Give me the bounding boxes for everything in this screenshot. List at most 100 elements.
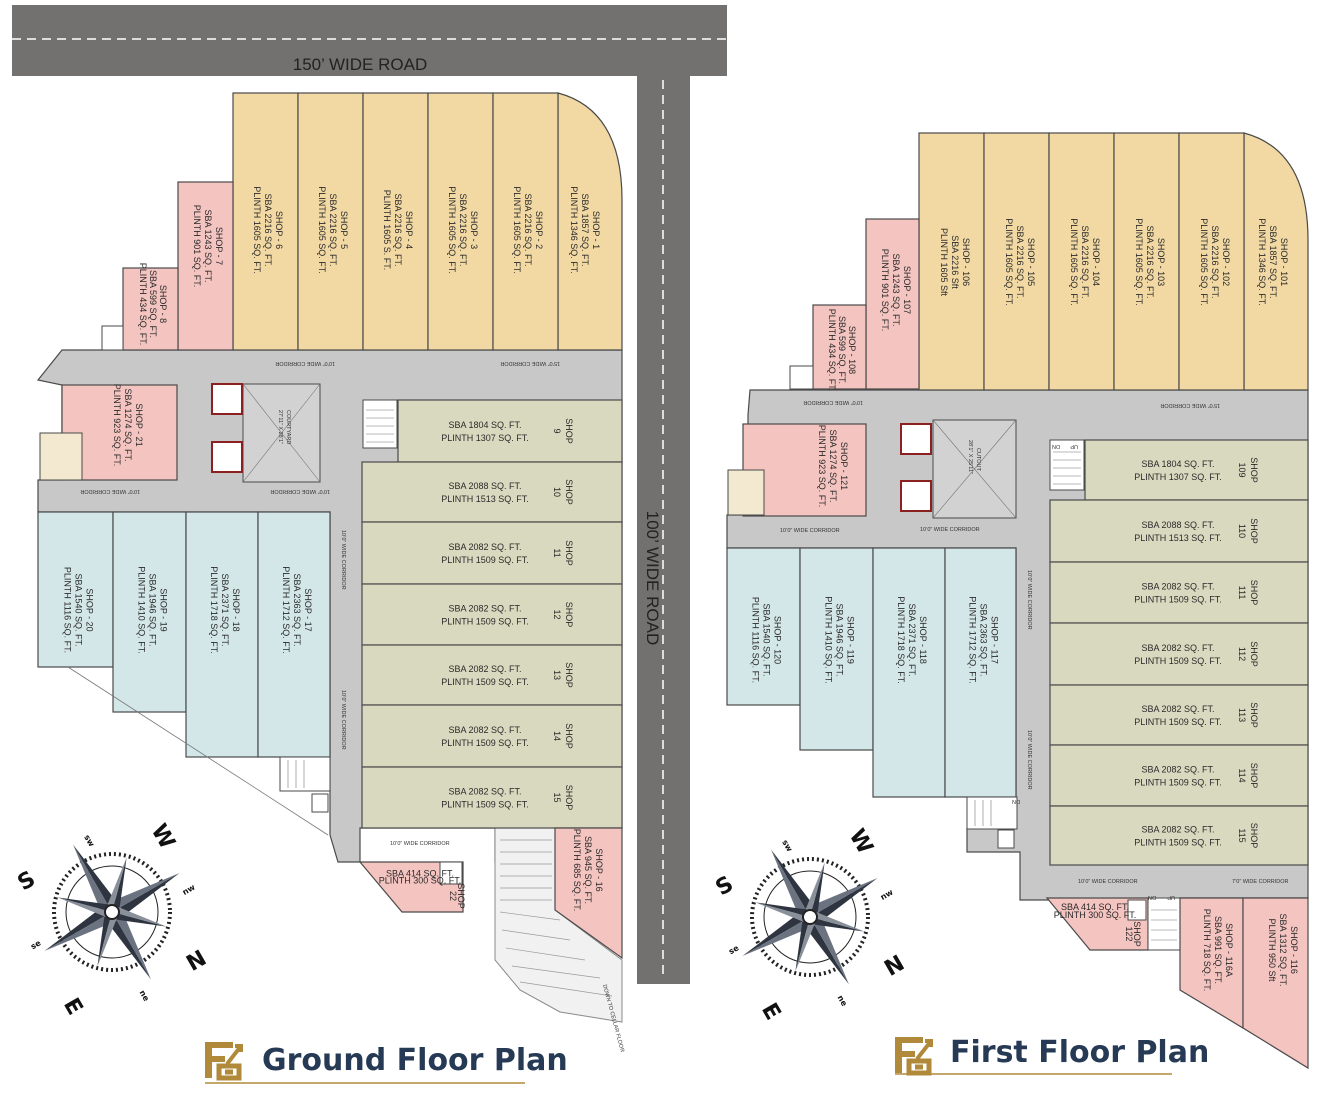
shop-label: PLINTH 1509 SQ. FT.: [441, 555, 529, 565]
shop-label: SBA 414 SQ. FT.: [386, 869, 454, 879]
staircase: [362, 399, 398, 449]
shop-label: SBA 1804 SQ. FT.: [1141, 459, 1214, 469]
shop-label: SHOP - 118: [918, 616, 928, 664]
shop-label: 13: [552, 670, 562, 680]
shop-label: 11: [552, 548, 562, 557]
compass-letter: sw: [780, 838, 794, 854]
shop-label: SBA 1804 SQ. FT.: [448, 420, 521, 430]
corridor-label: 10’0” WIDE CORRIDOR: [1026, 570, 1032, 630]
up-label: UP: [1070, 443, 1078, 449]
compass-letter: se: [727, 943, 741, 956]
lift: [900, 480, 932, 512]
shop-label: PLINTH 1509 SQ. FT.: [1134, 595, 1222, 605]
shop-label: SHOP - 1: [591, 211, 601, 249]
shop-label: PLINTH 1410 SQ. FT.: [137, 566, 147, 654]
up-label: UP: [1167, 894, 1175, 900]
shop-label: 109: [1237, 462, 1247, 477]
shop-label: PLINTH 300 SQ. FT.: [1054, 910, 1137, 920]
shop-label: SBA 2216 SQ. FT.: [1210, 225, 1220, 298]
dn-label: DN: [1012, 798, 1020, 804]
shop-label: SHOP: [1249, 763, 1259, 789]
shop-label: SBA 2216 Sft: [950, 235, 960, 289]
shop-label: SHOP - 17: [303, 588, 313, 631]
shop-label: SBA 2216 SQ. FT.: [393, 193, 403, 266]
compass-letter: ne: [835, 994, 849, 1009]
shop-label: SHOP: [564, 785, 574, 811]
corridor-label: 10’0” WIDE CORRIDOR: [340, 690, 346, 750]
shop-unit: [1084, 439, 1309, 501]
shop-label: SHOP - 16: [594, 848, 604, 891]
shop-label: SHOP - 117: [990, 616, 1000, 664]
toilet: [997, 829, 1015, 849]
shop-label: SBA 2082 SQ. FT.: [448, 542, 521, 552]
shop-unit: [1178, 132, 1245, 391]
staircase: [966, 796, 1018, 830]
shop-unit: [726, 547, 801, 706]
shop-unit: [257, 511, 331, 758]
shop-label: PLINTH 434 SQ. FT.: [827, 309, 837, 392]
shop-108: [812, 304, 867, 390]
cutout-label: CUTOUT: [975, 448, 981, 471]
shop-label: SHOP - 106: [961, 238, 971, 286]
shop-label: SHOP - 104: [1091, 238, 1101, 286]
shop-label: SHOP - 8: [158, 285, 168, 323]
shop-label: PLINTH 718 SQ. FT.: [1202, 909, 1212, 992]
corridor-label: 10’0” WIDE CORRIDOR: [340, 530, 346, 590]
shop-label: SHOP: [564, 662, 574, 688]
top-road: [12, 5, 727, 76]
dn-label: DN: [1052, 443, 1060, 449]
shop-label: PLINTH 1116 SQ. FT.: [751, 597, 761, 683]
staircase: [1049, 439, 1085, 491]
shop-label: SHOP - 2: [534, 211, 544, 249]
shop-label: SBA 1857 SQ. FT.: [1268, 225, 1278, 298]
shop-label: PLINTH 1509 SQ. FT.: [1134, 717, 1222, 727]
corridor-label: 10’0” WIDE CORRIDOR: [390, 841, 450, 847]
shop-label: SHOP - 21: [134, 403, 144, 446]
shop-label: PLINTH 1605 SQ. FT.: [1199, 218, 1209, 306]
shop-label: PLINTH 1605 SQ. FT.: [1134, 218, 1144, 306]
shop-label: SBA 2371 SQ. FT.: [907, 603, 917, 676]
corridor-label: 10’0” WIDE CORRIDOR: [780, 528, 840, 534]
compass-letter: N: [183, 946, 211, 977]
shop-unit: [397, 399, 623, 463]
ground-toilet-top: [101, 325, 124, 351]
shop-label: PLINTH 300 SQ. FT.: [379, 876, 462, 886]
shop-label: SBA 2088 SQ. FT.: [1141, 520, 1214, 530]
ground-title: Ground Floor Plan: [205, 1042, 568, 1084]
shop-label: 110: [1237, 524, 1247, 538]
shop-label: PLINTH 1509 SQ. FT.: [441, 738, 529, 748]
shop-label: SHOP: [1132, 921, 1142, 947]
shop-label: SBA 2216 SQ. FT.: [523, 193, 533, 266]
shop-label: SHOP - 5: [339, 211, 349, 249]
shop-116: [1242, 897, 1309, 1070]
lift: [211, 383, 243, 415]
shop-label: SBA 1274 SQ. FT.: [123, 388, 133, 461]
shop-label: PLINTH 1718 SQ. FT.: [896, 596, 906, 684]
compass-letter: S: [14, 867, 40, 897]
shop-label: SHOP - 107: [902, 266, 912, 314]
shop-label: SBA 1274 SQ. FT.: [828, 429, 838, 502]
lift: [900, 423, 932, 455]
first-right-shops: SBA 1804 SQ. FT.PLINTH 1307 SQ. FT.SHOP1…: [1049, 439, 1309, 866]
shop-label: SHOP: [1249, 518, 1259, 544]
courtyard-size: 27’11” X 28’1”: [277, 410, 283, 444]
corridor-label: 10’0” WIDE CORRIDOR: [270, 488, 330, 494]
compass-letter: E: [756, 999, 785, 1025]
shop-label: SHOP - 7: [214, 227, 224, 265]
shop-label: SHOP: [564, 540, 574, 566]
shop-16: [554, 827, 623, 960]
compass-letter: nw: [879, 887, 895, 902]
shop-label: SBA 991 SQ. FT.: [1213, 916, 1223, 984]
shop-label: SHOP: [564, 418, 574, 444]
shop-unit: [872, 547, 946, 798]
first-toilet-left: [727, 469, 765, 516]
shop-unit: [1049, 684, 1309, 746]
shop-label: SHOP: [1249, 823, 1259, 849]
shop-22: [358, 861, 464, 913]
shop-unit: [361, 766, 623, 829]
shop-label: SBA 2082 SQ. FT.: [1141, 704, 1214, 714]
